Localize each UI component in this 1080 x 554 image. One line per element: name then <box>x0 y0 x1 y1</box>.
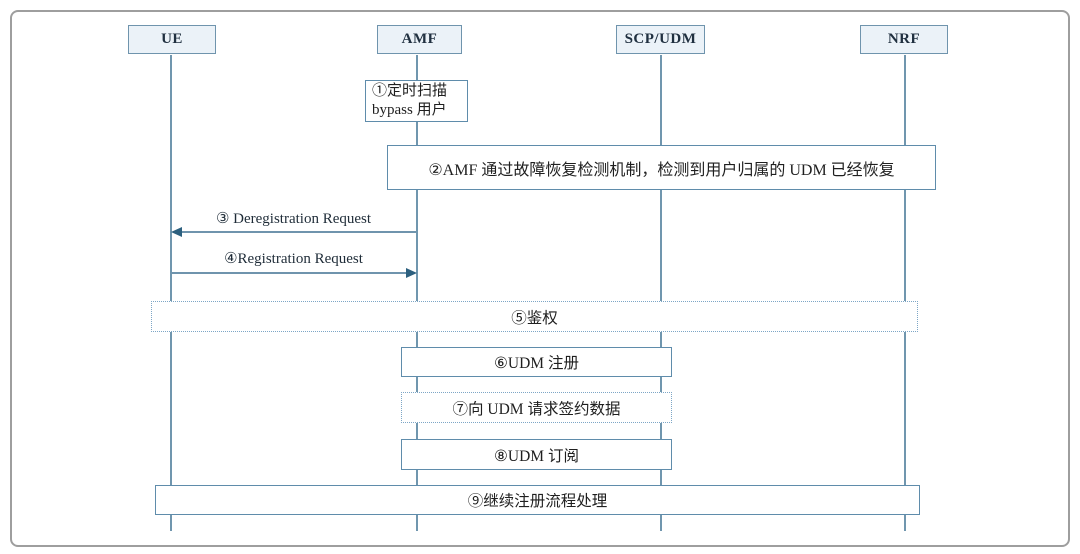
step-5-box: ⑤鉴权 <box>151 301 918 332</box>
step-5-label: ⑤鉴权 <box>511 309 558 327</box>
step-9-box: ⑨继续注册流程处理 <box>155 485 920 515</box>
actor-amf: AMF <box>377 25 462 54</box>
step-1-box: ①定时扫描 bypass 用户 <box>365 80 468 122</box>
step-1-line2: bypass 用户 <box>372 102 447 118</box>
step-6-box: ⑥UDM 注册 <box>401 347 672 377</box>
message-4-line <box>171 272 409 274</box>
actor-nrf: NRF <box>860 25 948 54</box>
actor-ue: UE <box>128 25 216 54</box>
step-6-label: ⑥UDM 注册 <box>494 355 579 372</box>
actor-scp-udm-label: SCP/UDM <box>624 31 697 47</box>
step-9-label: ⑨继续注册流程处理 <box>467 493 608 510</box>
message-3-label: ③ Deregistration Request <box>215 211 372 227</box>
actor-scp-udm: SCP/UDM <box>616 25 705 54</box>
actor-nrf-label: NRF <box>887 31 921 47</box>
lifeline-scp-udm <box>660 55 662 531</box>
lifeline-nrf <box>904 55 906 531</box>
lifeline-amf <box>416 55 418 531</box>
actor-ue-label: UE <box>161 31 183 47</box>
arrow-right-icon <box>406 268 417 278</box>
lifeline-ue <box>170 55 172 531</box>
step-8-box: ⑧UDM 订阅 <box>401 439 672 470</box>
step-2-label: ②AMF 通过故障恢复检测机制，检测到用户归属的 UDM 已经恢复 <box>428 161 895 179</box>
message-3-line <box>178 231 416 233</box>
message-4-label: ④Registration Request <box>224 251 363 267</box>
step-1-line1: ①定时扫描 <box>372 83 448 99</box>
step-2-box: ②AMF 通过故障恢复检测机制，检测到用户归属的 UDM 已经恢复 <box>387 145 936 190</box>
arrow-left-icon <box>171 227 182 237</box>
step-8-label: ⑧UDM 订阅 <box>494 447 579 465</box>
step-7-label: ⑦向 UDM 请求签约数据 <box>452 400 621 418</box>
step-7-box: ⑦向 UDM 请求签约数据 <box>401 392 672 423</box>
actor-amf-label: AMF <box>401 31 438 47</box>
